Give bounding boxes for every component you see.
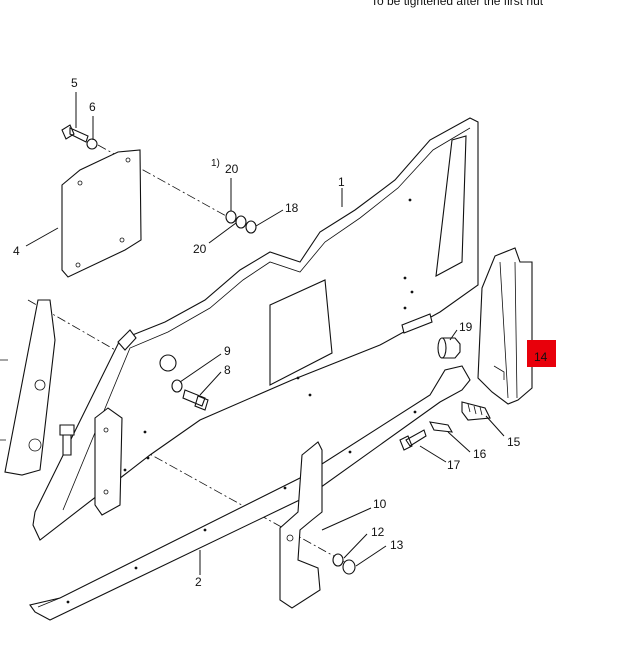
callout-20-bottom: 20 bbox=[193, 242, 207, 256]
callout-16: 16 bbox=[473, 447, 487, 461]
washer-20-a bbox=[225, 210, 237, 224]
centerline-bottom-bolt bbox=[109, 431, 351, 566]
plate-round-hole bbox=[159, 354, 177, 372]
callout-8: 8 bbox=[224, 363, 231, 377]
callout-19: 19 bbox=[459, 320, 473, 334]
callout-14: 14 bbox=[534, 350, 548, 364]
left-bracket bbox=[4, 299, 56, 476]
nut-13 bbox=[342, 559, 356, 575]
plate-small-slot bbox=[401, 313, 433, 334]
callout-6: 6 bbox=[89, 100, 96, 114]
guide-channel bbox=[477, 247, 533, 405]
callout-13: 13 bbox=[390, 538, 404, 552]
loose-bolt bbox=[59, 424, 75, 456]
centerline-bracket-bolt bbox=[27, 299, 186, 391]
plate-slot bbox=[435, 135, 467, 277]
bolt-8 bbox=[182, 389, 209, 411]
screw-5 bbox=[61, 124, 89, 143]
callout-14-highlight bbox=[527, 340, 556, 367]
callout-9: 9 bbox=[224, 344, 231, 358]
callout-12: 12 bbox=[371, 525, 385, 539]
washer-20-b bbox=[245, 220, 257, 234]
callout-18: 18 bbox=[285, 201, 299, 215]
plate-tab bbox=[117, 329, 137, 351]
callout-20-top: 20 bbox=[225, 162, 239, 176]
callout-15: 15 bbox=[507, 435, 521, 449]
nut-18 bbox=[235, 215, 247, 229]
callout-5: 5 bbox=[71, 76, 78, 90]
callout-17: 17 bbox=[447, 458, 461, 472]
clip-washer bbox=[429, 421, 454, 433]
top-note: To be tightened after the first nut bbox=[371, 0, 544, 8]
callout-10: 10 bbox=[373, 497, 387, 511]
callout-20-prefix: 1) bbox=[211, 158, 220, 169]
main-plate-inner-edge bbox=[62, 127, 471, 511]
bottom-rail-edge bbox=[37, 597, 61, 608]
washer-12 bbox=[332, 553, 344, 567]
cover-plate bbox=[61, 149, 142, 278]
bolt-17 bbox=[399, 429, 427, 451]
inner-bracket bbox=[94, 407, 123, 516]
callout-4: 4 bbox=[13, 244, 20, 258]
clip-plate bbox=[461, 401, 491, 421]
washer-6 bbox=[86, 138, 98, 150]
callout-2: 2 bbox=[195, 575, 202, 589]
main-side-plate bbox=[32, 117, 479, 541]
washer-9 bbox=[171, 379, 183, 393]
plate-window bbox=[269, 279, 333, 386]
bracket-plate bbox=[279, 441, 323, 609]
callout-1: 1 bbox=[338, 175, 345, 189]
